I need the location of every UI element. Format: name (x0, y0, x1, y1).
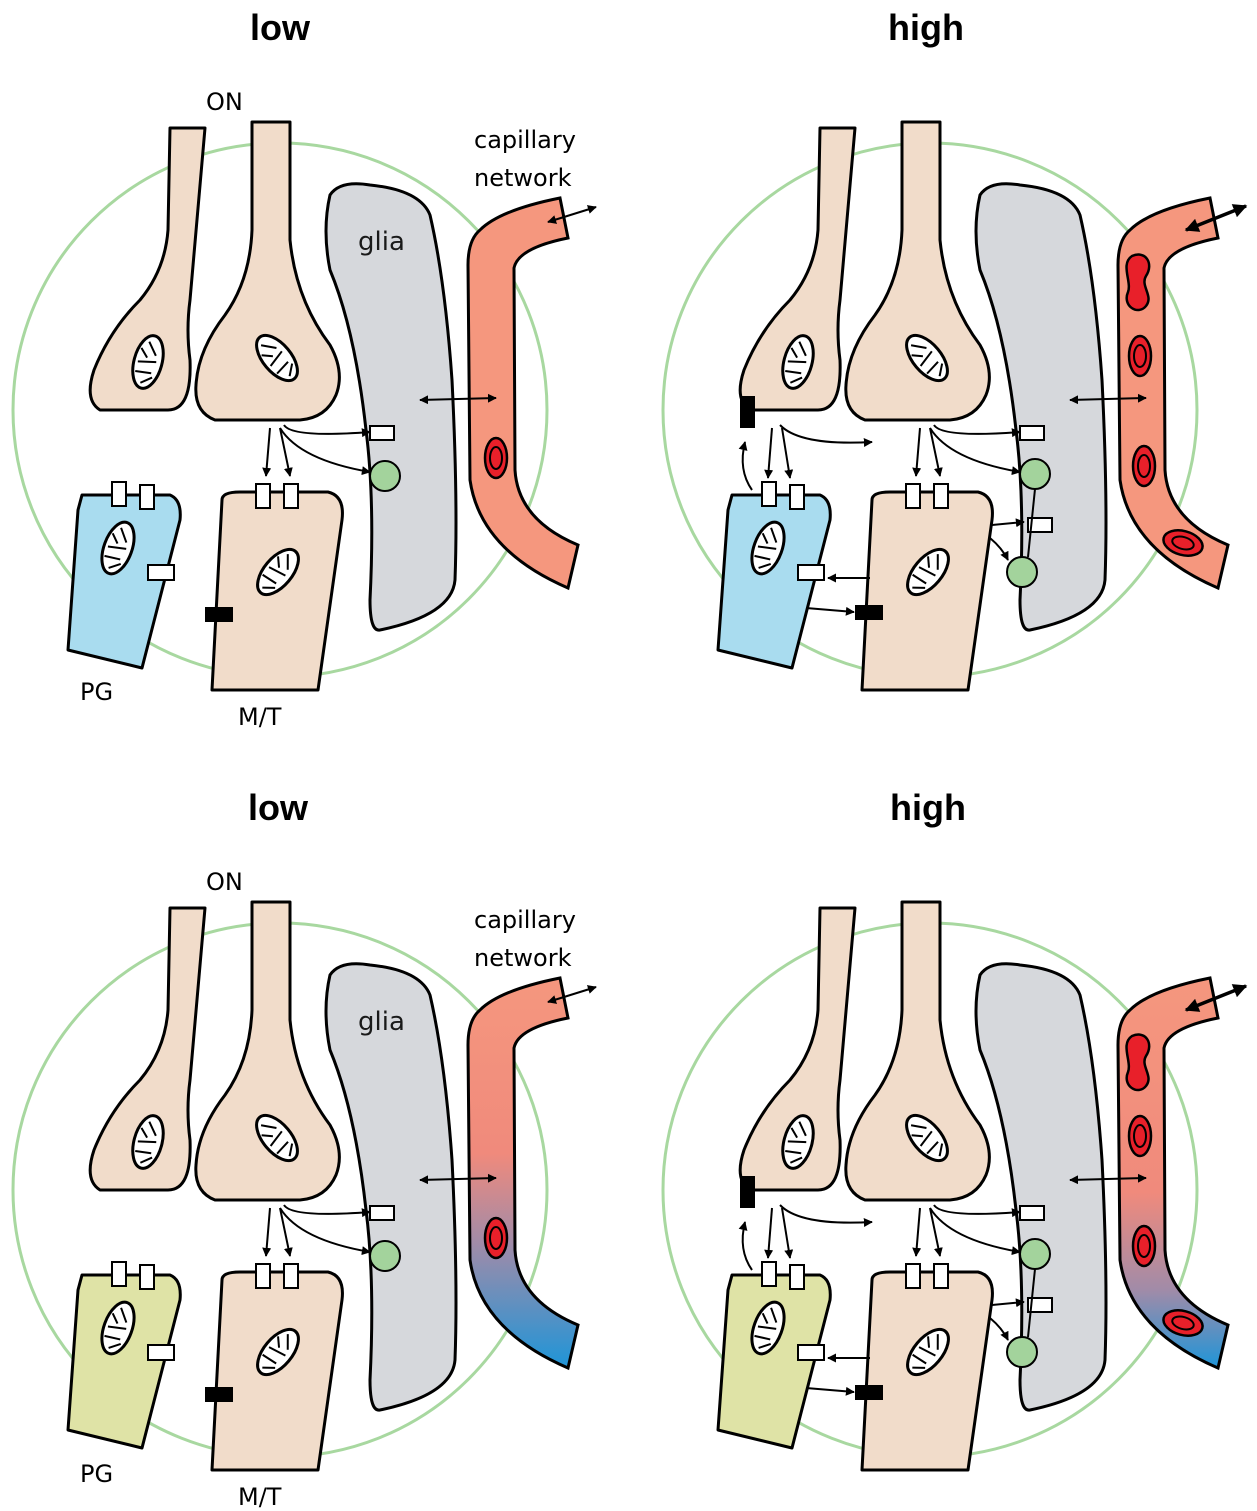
release-arrow (266, 428, 270, 476)
receptor-icon (1020, 426, 1044, 440)
pg-mt-arrow (806, 608, 854, 612)
panel-title: low (250, 7, 311, 48)
astrocyte-dot (1020, 1239, 1050, 1269)
release-arrow (782, 1208, 790, 1258)
astrocyte-dot (370, 461, 400, 491)
label-network: network (474, 164, 572, 192)
release-arrow (992, 522, 1024, 525)
release-arrow (266, 1208, 270, 1256)
receptor-icon (284, 484, 298, 508)
panel-high-top: high (663, 7, 1246, 690)
release-arrow (916, 428, 920, 476)
label-glia: glia (358, 227, 405, 257)
panel-high-bottom: high (663, 787, 1246, 1470)
label-glia: glia (358, 1007, 405, 1037)
capillary (468, 198, 578, 588)
release-arrow (768, 1208, 772, 1258)
panel-title: high (890, 787, 966, 828)
label-pg: PG (80, 678, 113, 706)
label-capillary: capillary (474, 126, 576, 154)
receptor-icon (370, 1206, 394, 1220)
panel-low-bottom: low ON capillary network glia PG M/T (13, 787, 596, 1511)
release-arrow (284, 425, 370, 434)
red-blood-cell-icon (485, 1218, 507, 1258)
receptor-icon (370, 426, 394, 440)
release-arrow (780, 425, 872, 443)
release-arrow (916, 1208, 920, 1256)
pg-mt-arrow (806, 1388, 854, 1392)
receptor-icon (148, 565, 174, 580)
channel-icon (740, 1176, 755, 1208)
channel-icon (740, 396, 755, 428)
red-blood-cell-icon (1129, 1116, 1151, 1156)
receptor-icon (284, 1264, 298, 1288)
red-blood-cell-icon (1133, 446, 1155, 486)
panel-low-top: low ON capilla (13, 7, 596, 731)
receptor-icon (798, 565, 824, 580)
on-axon-right (846, 902, 990, 1200)
receptor-icon (112, 482, 126, 506)
on-axon-right (846, 122, 990, 420)
receptor-icon (140, 485, 154, 509)
receptor-icon (790, 485, 804, 509)
receptor-icon (112, 1262, 126, 1286)
red-blood-cell-icon (1129, 336, 1151, 376)
astrocyte-dot (1007, 1337, 1037, 1367)
receptor-icon (762, 1262, 776, 1286)
glia (976, 964, 1106, 1410)
label-on: ON (206, 88, 243, 116)
receptor-icon (148, 1345, 174, 1360)
receptor-icon (934, 1264, 948, 1288)
capillary (468, 978, 578, 1368)
receptor-icon (906, 1264, 920, 1288)
label-network: network (474, 944, 572, 972)
channel-icon (855, 605, 883, 620)
receptor-icon (906, 484, 920, 508)
release-arrow (782, 428, 790, 478)
channel-icon (855, 1385, 883, 1400)
astrocyte-dot (1020, 459, 1050, 489)
release-arrow (992, 1302, 1024, 1305)
on-axon-right (196, 122, 340, 420)
label-on: ON (206, 868, 243, 896)
on-axon-right (196, 902, 340, 1200)
channel-icon (205, 607, 233, 622)
panel-title: high (888, 7, 964, 48)
receptor-icon (256, 1264, 270, 1288)
receptor-icon (140, 1265, 154, 1289)
feedback-arrow (743, 442, 752, 490)
release-arrow (934, 425, 1020, 434)
label-mt: M/T (238, 703, 282, 731)
release-arrow (768, 428, 772, 478)
release-arrow (990, 538, 1008, 560)
label-pg: PG (80, 1460, 113, 1488)
release-arrow (990, 1318, 1008, 1340)
channel-icon (205, 1387, 233, 1402)
astrocyte-dot (370, 1241, 400, 1271)
release-arrow (284, 1205, 370, 1214)
red-blood-cell-icon (1133, 1226, 1155, 1266)
glia (976, 184, 1106, 630)
label-mt: M/T (238, 1483, 282, 1511)
release-arrow (780, 1205, 872, 1223)
receptor-icon (790, 1265, 804, 1289)
receptor-icon (762, 482, 776, 506)
receptor-icon (798, 1345, 824, 1360)
astrocyte-dot (1007, 557, 1037, 587)
panel-title: low (248, 787, 309, 828)
red-blood-cell-icon (485, 438, 507, 478)
receptor-icon (1020, 1206, 1044, 1220)
receptor-icon (256, 484, 270, 508)
release-arrow (934, 1205, 1020, 1214)
receptor-icon (934, 484, 948, 508)
label-capillary: capillary (474, 906, 576, 934)
feedback-arrow (743, 1222, 752, 1270)
